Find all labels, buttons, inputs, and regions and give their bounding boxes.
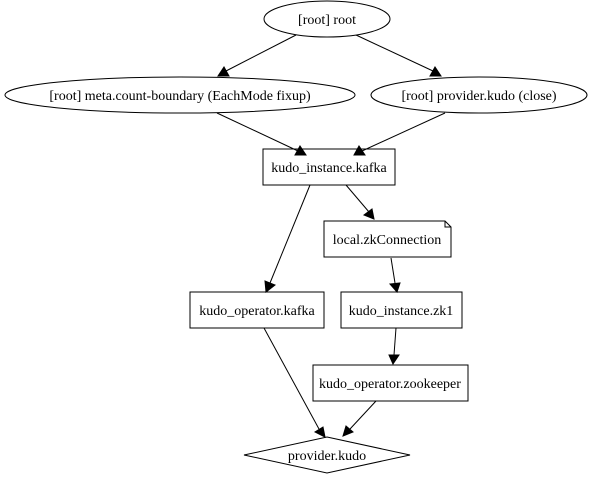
node-meta-count-boundary: [root] meta.count-boundary (EachMode fix…: [4, 76, 356, 114]
node-provider-kudo-close-label: [root] provider.kudo (close): [401, 89, 556, 104]
edge-kudo-instance-kafka-to-local-zkconnection: [345, 184, 375, 220]
nodes: [root] root [root] meta.count-boundary (…: [4, 0, 588, 474]
node-kudo-instance-zk1: kudo_instance.zk1: [340, 291, 463, 329]
node-root-label: [root] root: [298, 13, 356, 28]
edge-meta-count-boundary-to-kudo-instance-kafka: [216, 112, 307, 156]
edge-provider-kudo-close-to-kudo-instance-kafka: [353, 112, 446, 156]
node-kudo-operator-kafka: kudo_operator.kafka: [189, 291, 325, 329]
node-provider-kudo: provider.kudo: [243, 436, 411, 474]
node-meta-count-boundary-label: [root] meta.count-boundary (EachMode fix…: [49, 89, 311, 104]
node-local-zkconnection: local.zkConnection: [323, 220, 452, 258]
node-root: [root] root: [263, 0, 391, 38]
node-provider-kudo-label: provider.kudo: [288, 449, 366, 464]
node-kudo-instance-kafka-label: kudo_instance.kafka: [271, 161, 387, 176]
node-kudo-operator-zookeeper-label: kudo_operator.zookeeper: [319, 377, 461, 392]
node-provider-kudo-close: [root] provider.kudo (close): [370, 76, 588, 114]
edges: [216, 34, 446, 438]
node-local-zkconnection-label: local.zkConnection: [333, 233, 441, 248]
node-kudo-instance-kafka: kudo_instance.kafka: [262, 148, 396, 186]
edge-kudo-instance-kafka-to-kudo-operator-kafka: [264, 184, 311, 293]
edge-local-zkconnection-to-kudo-instance-zk1: [388, 257, 401, 293]
node-kudo-operator-zookeeper: kudo_operator.zookeeper: [312, 364, 469, 402]
edge-kudo-operator-kafka-to-provider-kudo: [263, 327, 326, 438]
node-kudo-operator-kafka-label: kudo_operator.kafka: [199, 304, 315, 319]
edge-kudo-instance-zk1-to-kudo-operator-zookeeper: [388, 327, 400, 366]
node-kudo-instance-zk1-label: kudo_instance.zk1: [349, 304, 454, 319]
edge-root-to-provider-kudo-close: [355, 34, 442, 77]
edge-kudo-operator-zookeeper-to-provider-kudo: [342, 400, 377, 437]
edge-root-to-meta-count-boundary: [217, 34, 297, 77]
